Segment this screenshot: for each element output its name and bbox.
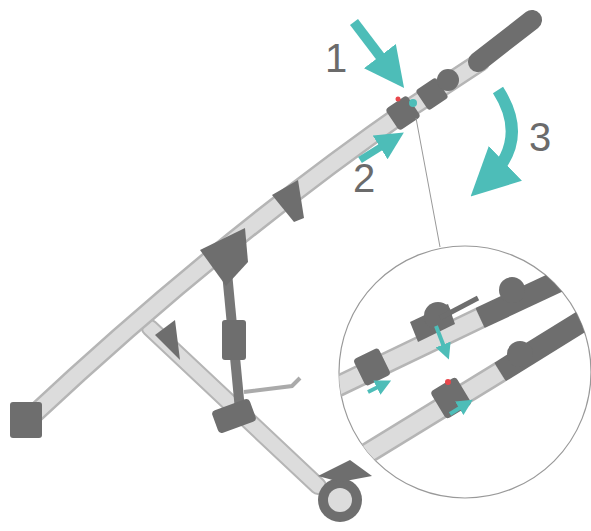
callout-number: 1 xyxy=(325,38,347,78)
callout-number: 3 xyxy=(529,117,551,157)
callout-number: 2 xyxy=(353,158,375,198)
